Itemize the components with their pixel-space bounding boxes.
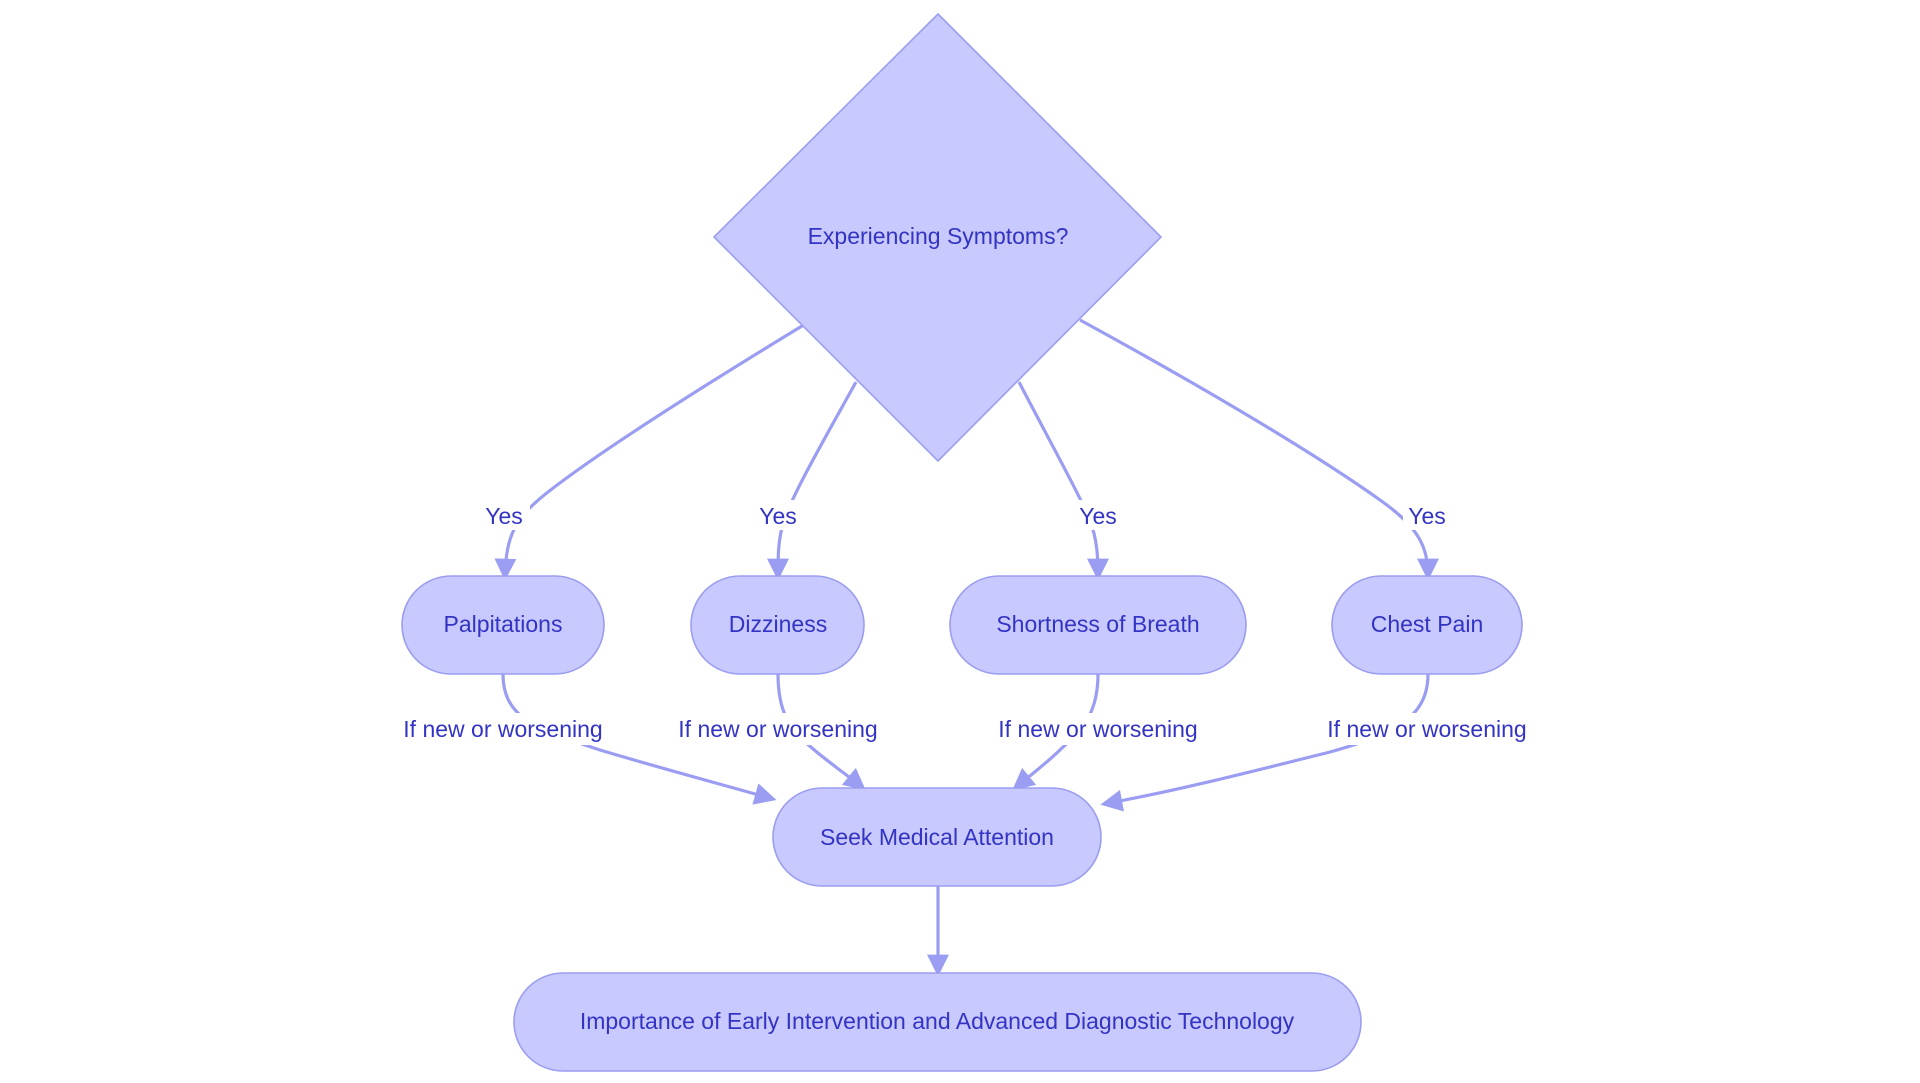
action-node-seek-medical-attention: Seek Medical Attention <box>772 787 1102 887</box>
symptom-node-palpitations-label: Palpitations <box>444 611 563 637</box>
edge-decision-to-palpitations <box>494 324 803 581</box>
symptom-node-palpitations: Palpitations <box>401 575 605 675</box>
edge-label-yes-dizziness: Yes <box>753 500 803 530</box>
edge-label-yes-4: Yes <box>1408 503 1446 529</box>
action-node-label: Seek Medical Attention <box>820 824 1054 850</box>
edge-label-yes-3: Yes <box>1079 503 1117 529</box>
edge-dizziness-to-seek-attention <box>776 673 866 791</box>
edge-label-yes-shortness: Yes <box>1073 500 1123 530</box>
symptom-node-shortness-of-breath-label: Shortness of Breath <box>996 611 1199 637</box>
outcome-node: Importance of Early Intervention and Adv… <box>513 972 1362 1072</box>
edge-label-worsening-1: If new or worsening <box>403 716 602 742</box>
edge-label-yes-palpitations: Yes <box>480 500 530 530</box>
edge-chest-pain-to-seek-attention <box>1100 673 1430 812</box>
edge-label-worsening-chest-pain: If new or worsening <box>1318 713 1536 745</box>
edge-label-yes-1: Yes <box>485 503 523 529</box>
edge-shortness-to-seek-attention <box>1012 673 1100 791</box>
symptom-node-shortness-of-breath: Shortness of Breath <box>949 575 1247 675</box>
edge-label-worsening-4: If new or worsening <box>1327 716 1526 742</box>
symptom-node-chest-pain: Chest Pain <box>1331 575 1523 675</box>
decision-node-label: Experiencing Symptoms? <box>808 223 1069 249</box>
edge-decision-to-shortness-of-breath <box>1017 381 1109 581</box>
decision-node: Experiencing Symptoms? <box>712 12 1163 463</box>
symptom-node-chest-pain-label: Chest Pain <box>1371 611 1484 637</box>
edge-palpitations-to-seek-attention <box>501 673 777 805</box>
edge-label-worsening-3: If new or worsening <box>998 716 1197 742</box>
edge-label-worsening-shortness: If new or worsening <box>989 713 1207 745</box>
symptom-node-dizziness-label: Dizziness <box>729 611 827 637</box>
edge-decision-to-chest-pain <box>1079 318 1439 581</box>
edge-label-worsening-2: If new or worsening <box>678 716 877 742</box>
symptom-node-dizziness: Dizziness <box>690 575 865 675</box>
edge-label-worsening-palpitations: If new or worsening <box>394 713 612 745</box>
edge-label-worsening-dizziness: If new or worsening <box>669 713 887 745</box>
outcome-node-label: Importance of Early Intervention and Adv… <box>580 1008 1295 1034</box>
edge-decision-to-dizziness <box>767 381 858 581</box>
edge-label-yes-chest-pain: Yes <box>1403 500 1453 530</box>
edge-label-yes-2: Yes <box>759 503 797 529</box>
